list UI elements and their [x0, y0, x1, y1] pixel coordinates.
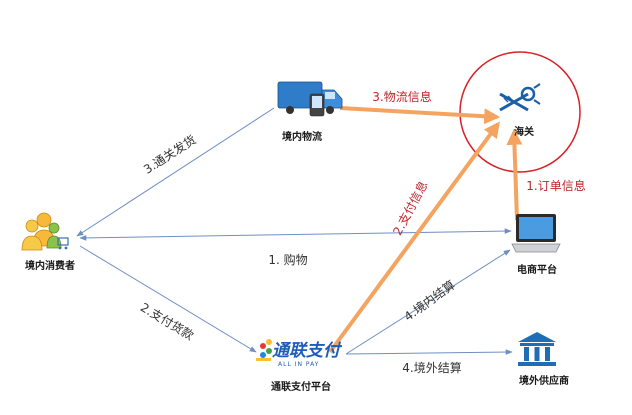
truck-icon [277, 81, 343, 117]
node-payment-label: 通联支付平台 [271, 380, 331, 393]
node-logistics-label: 境内物流 [282, 130, 322, 143]
edge-pay-info-arrow [328, 121, 500, 354]
laptop-icon [511, 214, 561, 253]
edge-logistics-info-arrow [339, 106, 501, 125]
edge-logistics-info-label: 3.物流信息 [372, 89, 431, 104]
node-consumer-label: 境内消费者 [25, 259, 75, 272]
payment-logo-text: 通联支付 [272, 341, 343, 361]
edge-pay-goods-label: 2.支付货款 [138, 299, 197, 342]
node-supplier-label: 境外供应商 [519, 374, 569, 387]
edge-shop-line [79, 228, 512, 241]
edge-pay-goods-line [79, 245, 257, 353]
edge-order-info-label: 1.订单信息 [526, 178, 585, 193]
edge-pay-info-label: 2.支付信息 [389, 178, 430, 238]
edge-overseas-settle-label: 4.境外结算 [402, 360, 461, 375]
edge-domestic-settle-line [345, 249, 511, 355]
edge-domestic-settle-label: 4.境内结算 [401, 277, 458, 324]
payment-logo-icon [256, 339, 272, 361]
edge-ship-line [76, 107, 275, 237]
consumer-group-icon [21, 212, 69, 251]
payment-logo-subtext: ALL IN PAY [278, 361, 319, 368]
bank-icon [518, 332, 556, 366]
customs-emblem-icon [499, 83, 541, 112]
node-ecommerce-label: 电商平台 [517, 263, 557, 276]
edge-ship-label: 3.通关发货 [141, 132, 199, 177]
edge-shop-label: 1. 购物 [268, 252, 307, 267]
edge-order-info-arrow [506, 128, 523, 221]
customs-highlight-circle [459, 51, 581, 173]
edge-overseas-settle-line [345, 349, 513, 355]
node-customs-label: 海关 [514, 125, 534, 138]
